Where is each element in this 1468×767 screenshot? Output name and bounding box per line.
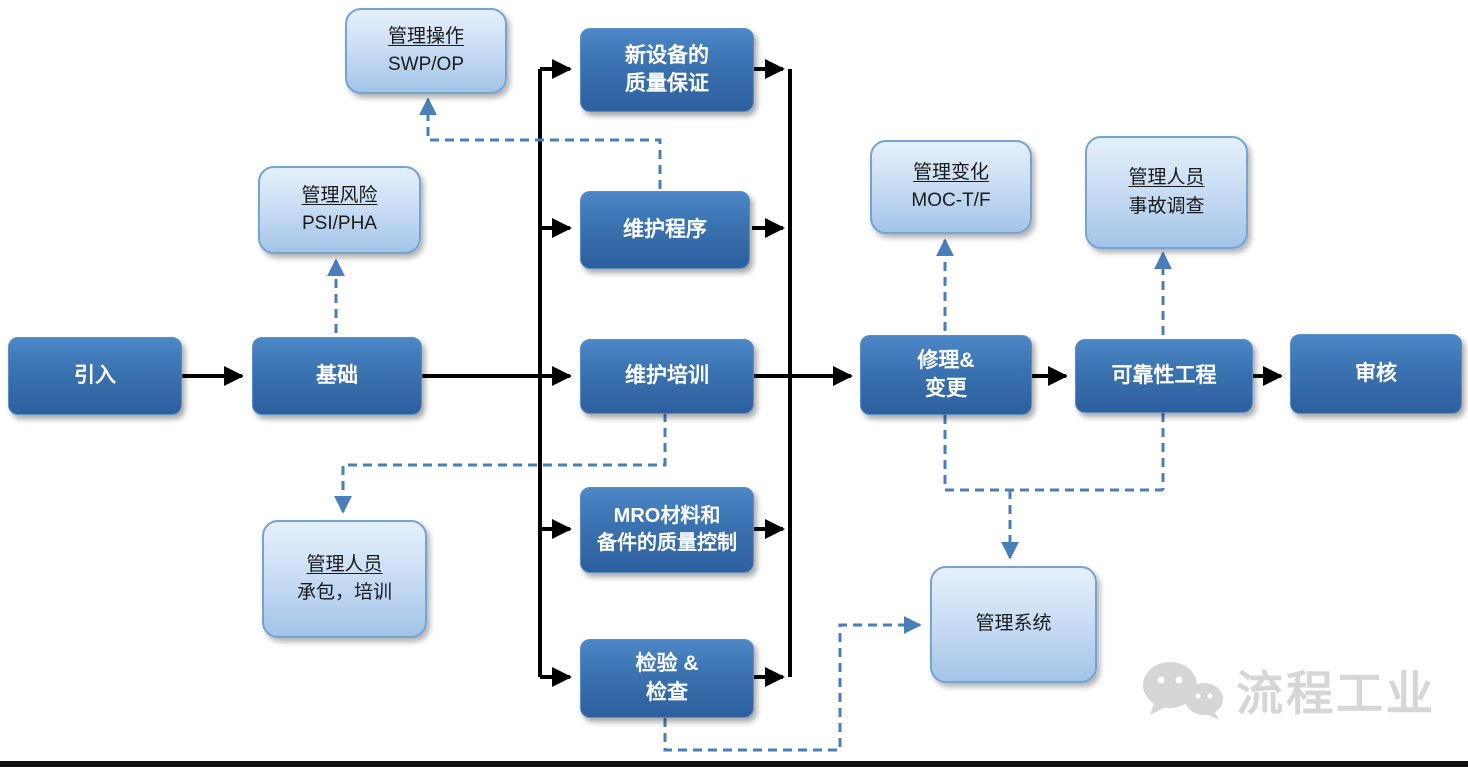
arrow-procedure-swp [419,97,662,189]
box-label: 备件的质量控制 [597,532,737,554]
bottom-bar [0,761,1468,767]
box-inspection: 检验 & 检查 [580,639,754,718]
box-label: 修理& [917,348,975,372]
note-title: 管理系统 [975,613,1052,635]
box-label: 可靠性工程 [1111,363,1217,387]
box-label: 审核 [1355,361,1397,385]
box-label: 基础 [316,363,358,387]
note-title: 管理变化 [912,161,989,183]
box-new-equipment: 新设备的 质量保证 [580,28,754,112]
box-label: 新设备的 [625,43,709,67]
note-management-system: 管理系统 [930,566,1097,683]
watermark: 流程工业 [1140,655,1436,724]
solid-arrows [180,59,1283,687]
note-subtitle: PSI/PHA [302,213,377,234]
box-audit: 审核 [1290,334,1462,414]
note-subtitle: MOC-T/F [911,190,991,211]
box-label: 质量保证 [625,72,709,95]
box-label: 变更 [925,377,967,400]
note-moc: 管理变化 MOC-T/F [870,140,1032,234]
box-label: 检查 [646,680,688,704]
note-subtitle: 承包，培训 [296,582,392,603]
box-label: 检验 & [635,652,699,676]
box-maintenance-procedure: 维护程序 [580,191,750,269]
box-reliability: 可靠性工程 [1075,339,1253,413]
box-base: 基础 [252,337,422,415]
note-title: 管理人员 [306,553,383,575]
note-psi: 管理风险 PSI/PHA [258,166,421,254]
box-repair-change: 修理& 变更 [860,335,1032,415]
note-subtitle: 事故调查 [1128,195,1205,217]
box-label: MRO材料和 [613,505,721,527]
note-title: 管理风险 [301,184,378,206]
box-label: 维护培训 [625,364,709,388]
note-incident: 管理人员 事故调查 [1085,136,1248,249]
box-label: 维护程序 [623,217,707,241]
watermark-text: 流程工业 [1236,667,1436,720]
box-maintenance-training: 维护培训 [580,339,754,414]
note-title: 管理人员 [1128,167,1205,188]
note-title: 管理操作 [387,25,464,47]
note-contractor: 管理人员 承包，培训 [262,520,427,638]
arrow-training-contractor [334,413,667,514]
box-label: 引入 [74,363,116,387]
box-intro: 引入 [8,337,182,415]
wechat-icon [1143,661,1223,720]
box-mro: MRO材料和 备件的质量控制 [580,487,754,573]
arrow-inspection-management-system [663,616,922,752]
note-swp: 管理操作 SWP/OP [345,8,507,94]
note-subtitle: SWP/OP [387,54,464,75]
dashed-arrows [327,97,1172,752]
